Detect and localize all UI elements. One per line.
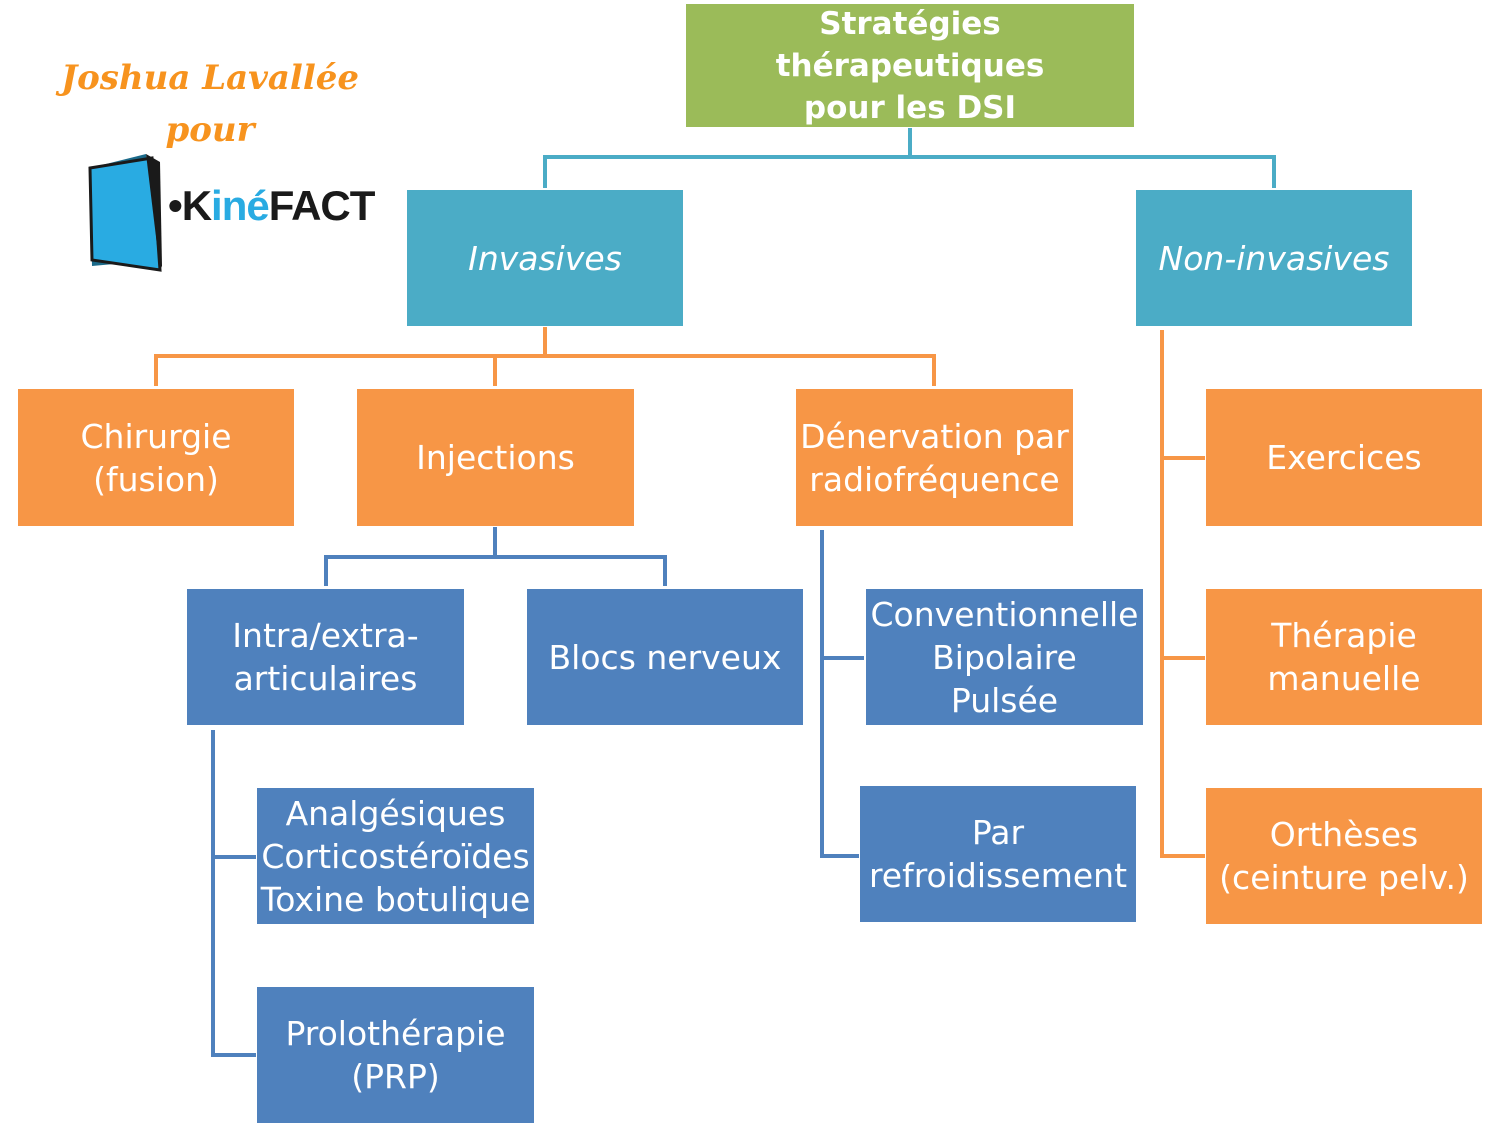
kinefact-logo[interactable]: •KinéFACT — [86, 148, 375, 273]
node-injections: Injections — [357, 389, 634, 526]
node-rf-types: Conventionnelle Bipolaire Pulsée — [866, 589, 1143, 725]
node-exercises: Exercices — [1206, 389, 1482, 526]
node-surgery: Chirurgie (fusion) — [18, 389, 294, 526]
node-prolotherapy: Prolothérapie (PRP) — [257, 987, 534, 1123]
node-nerve-blocks: Blocs nerveux — [527, 589, 803, 725]
node-orthoses: Orthèses (ceinture pelv.) — [1206, 788, 1482, 924]
node-noninvasive: Non-invasives — [1136, 190, 1412, 326]
logo-accent: iné — [211, 182, 270, 229]
logo-wordmark: •KinéFACT — [168, 182, 376, 230]
logo-prefix: •K — [168, 182, 212, 229]
logo-suffix: FACT — [268, 182, 376, 229]
node-root: Stratégies thérapeutiques pour les DSI — [686, 4, 1134, 127]
node-invasive: Invasives — [407, 190, 683, 326]
author-credit: Joshua Lavallée pour — [60, 58, 360, 150]
node-cooling: Par refroidissement — [860, 786, 1136, 922]
node-denervation: Dénervation par radiofréquence — [796, 389, 1073, 526]
node-drugs: Analgésiques Corticostéroïdes Toxine bot… — [257, 788, 534, 924]
book-icon — [88, 154, 162, 272]
node-manual-therapy: Thérapie manuelle — [1206, 589, 1482, 725]
node-intra-extra: Intra/extra- articulaires — [187, 589, 464, 725]
